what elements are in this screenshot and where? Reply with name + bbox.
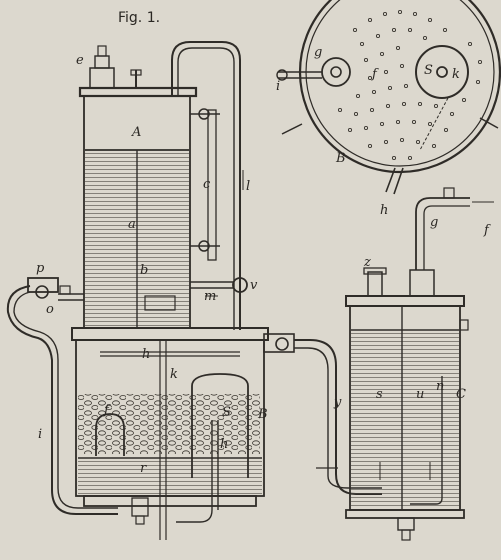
label-f-bell: f <box>103 403 111 418</box>
label-k-plan: k <box>452 67 460 82</box>
label-g-plan: g <box>314 45 322 60</box>
label-g-outlet: g <box>430 215 438 230</box>
siphon-tube <box>171 41 248 330</box>
vessel-a <box>78 45 198 329</box>
label-f-outlet: f <box>483 223 491 238</box>
label-i-plan: i <box>276 79 280 94</box>
label-c: c <box>203 177 211 192</box>
label-m: m <box>204 289 216 304</box>
figure-title: Fig. 1. <box>118 10 160 26</box>
label-f-plan: f <box>371 67 379 82</box>
label-v: v <box>250 278 258 293</box>
label-o: o <box>46 302 54 317</box>
label-n: n <box>436 379 444 394</box>
label-h-inner: h <box>220 437 228 452</box>
label-k-tube: k <box>170 367 178 382</box>
inlet-valve <box>6 277 118 515</box>
connecting-pipe <box>263 333 382 495</box>
label-e: e <box>76 53 84 68</box>
label-l: l <box>246 179 250 194</box>
label-i-pipe: i <box>38 427 42 442</box>
label-r: r <box>140 461 147 476</box>
label-y: y <box>333 395 342 410</box>
label-C: C <box>456 387 466 402</box>
label-p: p <box>36 261 45 276</box>
label-B-vessel: B <box>257 407 268 422</box>
label-h-plan: h <box>380 203 388 218</box>
label-a: a <box>128 217 136 232</box>
label-b: b <box>140 263 148 278</box>
label-s: s <box>376 387 383 402</box>
label-A: A <box>131 125 141 140</box>
vessel-c <box>345 187 494 541</box>
label-h-shelf: h <box>142 347 150 362</box>
vessel-b <box>71 327 269 540</box>
label-u: u <box>416 387 424 402</box>
label-z: z <box>363 255 371 270</box>
label-S-cylinder: S <box>222 405 231 420</box>
label-S-plan: S <box>424 63 433 78</box>
plan-view <box>276 0 501 195</box>
label-B-plan: B <box>335 151 346 166</box>
labels: Fig. 1. e A a b c l m v p o h k S B i f … <box>36 10 491 476</box>
